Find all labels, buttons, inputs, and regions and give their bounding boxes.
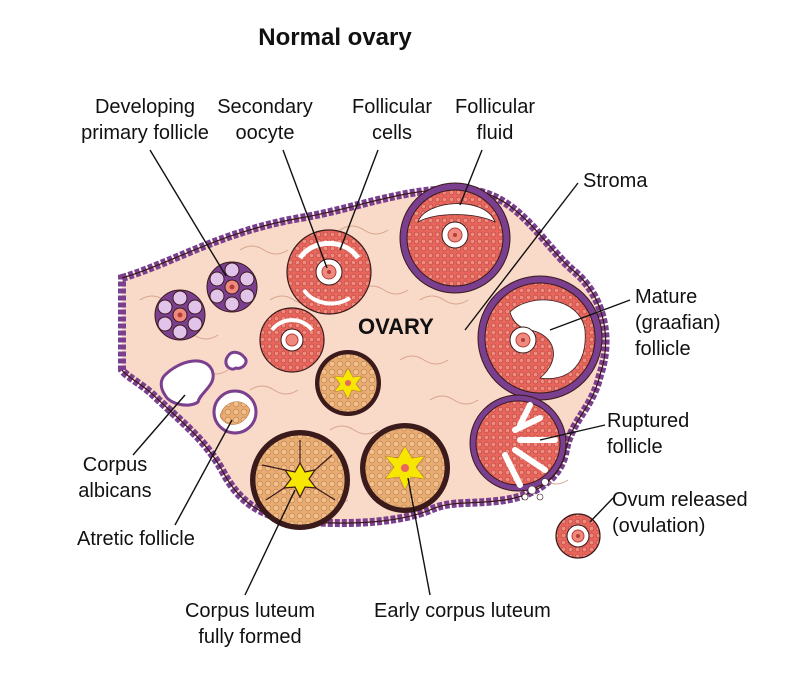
corpus-luteum-fully-formed — [250, 430, 350, 530]
diagram-title: Normal ovary — [258, 24, 412, 51]
leader-corpus-albicans — [132, 394, 186, 456]
leader-developing-follicle — [149, 149, 227, 277]
early-corpus-luteum — [360, 423, 450, 513]
label-ruptured-follicle: Ruptured follicle — [607, 410, 690, 458]
antral-follicle — [399, 182, 511, 294]
small-corpus-luteum — [315, 350, 381, 416]
leader-follicular-cells — [339, 149, 379, 251]
leader-follicular-fluid — [459, 149, 483, 206]
primary-follicle-1 — [206, 261, 258, 313]
atretic-follicle — [212, 389, 258, 435]
ruptured-follicle — [469, 394, 567, 501]
leader-mature-follicle — [549, 299, 631, 331]
leader-atretic-follicle — [174, 419, 233, 526]
leader-early-corpus-luteum — [407, 477, 431, 596]
label-early-corpus-luteum: Early corpus luteum — [374, 600, 551, 622]
secondary-follicle — [259, 307, 325, 373]
label-follicular-cells: Follicular cells — [351, 96, 433, 144]
leader-stroma — [464, 182, 579, 331]
leader-ruptured-follicle — [539, 424, 606, 441]
label-corpus-albicans: Corpus albicans — [78, 454, 152, 502]
label-developing-primary-follicle: Developing primary follicle — [81, 96, 209, 144]
label-atretic-follicle: Atretic follicle — [77, 528, 195, 550]
leader-secondary-oocyte — [282, 149, 328, 269]
label-mature-follicle: Mature (graafian) follicle — [635, 286, 721, 360]
label-stroma: Stroma — [583, 170, 648, 192]
growing-follicle — [286, 229, 372, 315]
primary-follicle-2 — [154, 289, 206, 341]
label-ovum-released: Ovum released (ovulation) — [612, 489, 748, 537]
label-follicular-fluid: Follicular fluid — [454, 96, 536, 144]
label-corpus-luteum-fully-formed: Corpus luteum fully formed — [184, 600, 316, 648]
leader-corpus-luteum-formed — [244, 489, 296, 596]
corpus-albicans — [159, 359, 215, 407]
label-secondary-oocyte: Secondary oocyte — [217, 96, 313, 144]
leader-ovum-released — [589, 497, 614, 523]
corpus-albicans-small — [224, 350, 248, 371]
mature-follicle — [477, 275, 603, 401]
center-label-ovary: OVARY — [358, 314, 434, 339]
released-ovum — [555, 513, 601, 559]
